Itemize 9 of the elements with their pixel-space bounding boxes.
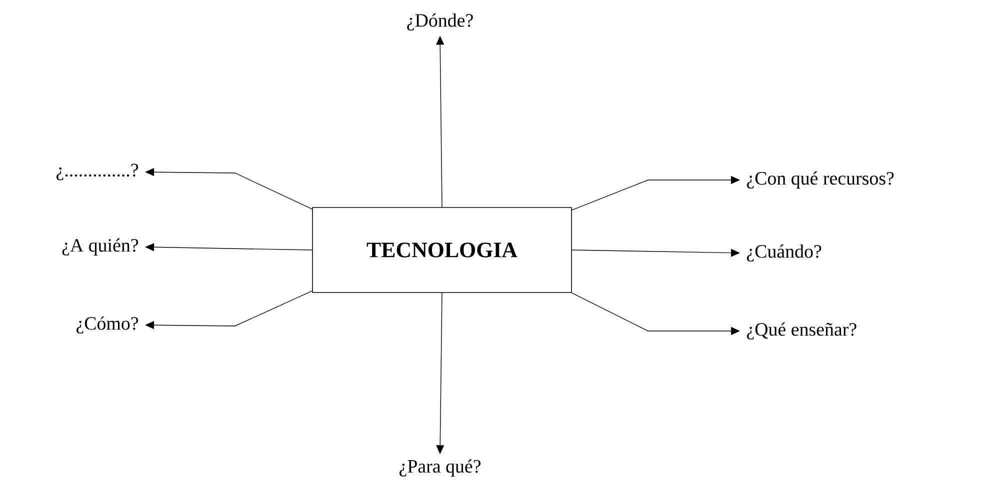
question-label: ¿..............? [56, 164, 138, 180]
question-label: ¿Cómo? [76, 316, 138, 334]
question-label: ¿A quién? [62, 238, 138, 256]
question-label: ¿Dónde? [407, 13, 473, 31]
question-label: ¿Para qué? [400, 459, 480, 477]
question-label: ¿Qué enseñar? [746, 322, 856, 340]
question-label: ¿Con qué recursos? [746, 171, 894, 189]
question-label: ¿Cuándo? [746, 244, 822, 262]
center-box: TECNOLOGIA [312, 207, 572, 293]
